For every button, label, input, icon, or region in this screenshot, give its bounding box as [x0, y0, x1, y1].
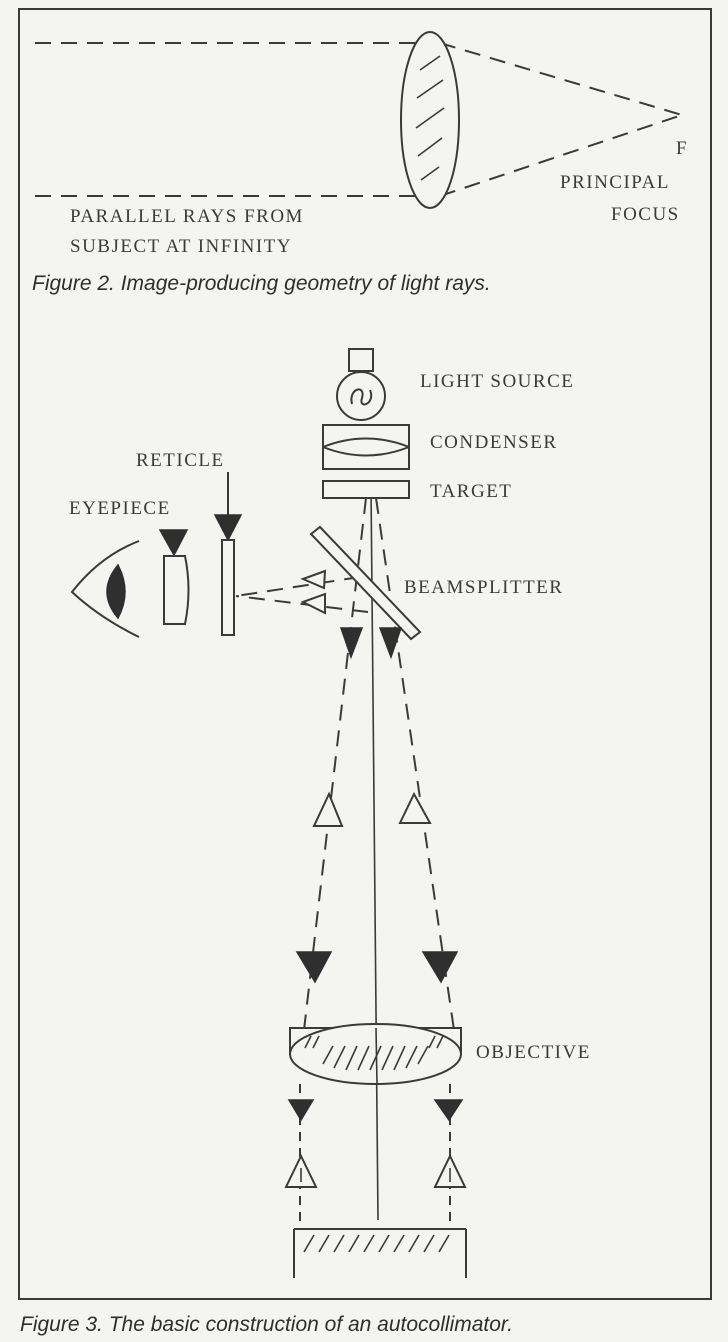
eyepiece-lens — [158, 529, 190, 625]
label-reticle: RETICLE — [136, 450, 225, 471]
objective-lens — [289, 1023, 462, 1085]
optical-axis-through-objective — [375, 1027, 378, 1085]
down-arrow-left-3 — [287, 1099, 315, 1122]
ray-right-down — [375, 497, 455, 1031]
label-objective: OBJECTIVE — [476, 1042, 591, 1063]
return-arrow-lower — [300, 592, 326, 615]
reflected-ray-upper — [235, 576, 361, 597]
focus-label-line1: PRINCIPAL — [560, 172, 670, 193]
rays-label-line2: SUBJECT AT INFINITY — [70, 236, 292, 257]
figure3-caption: Figure 3. The basic construction of an a… — [20, 1313, 513, 1336]
down-arrow-right-3 — [433, 1099, 464, 1122]
figure-frame — [18, 8, 712, 1300]
up-arrow-right-1 — [398, 791, 432, 824]
down-arrow-right-1 — [378, 627, 403, 660]
converging-ray-top — [439, 42, 683, 116]
convex-lens — [400, 31, 460, 209]
ray-left-down — [303, 497, 367, 1031]
condenser-lens — [322, 424, 410, 470]
rays-label-line1: PARALLEL RAYS FROM — [70, 206, 304, 227]
converging-ray-bottom — [439, 114, 683, 197]
down-arrow-right-2 — [421, 951, 459, 984]
label-light-source: LIGHT SOURCE — [420, 371, 574, 392]
return-arrow-upper — [300, 569, 327, 590]
label-target: TARGET — [430, 481, 512, 502]
up-arrow-left-1 — [312, 791, 344, 827]
reticle — [213, 472, 243, 636]
focus-letter: F — [676, 138, 688, 159]
optical-axis — [370, 487, 379, 1221]
beamsplitter-plate — [309, 525, 422, 641]
focus-label-line2: FOCUS — [611, 204, 680, 225]
down-arrow-left-1 — [339, 627, 364, 660]
lens-hatching — [415, 55, 445, 181]
figure2-lens-geometry — [35, 31, 683, 209]
label-condenser: CONDENSER — [430, 432, 558, 453]
up-arrow-left-2 — [284, 1153, 318, 1188]
light-source-lamp — [336, 348, 386, 421]
eye — [70, 540, 140, 638]
label-eyepiece: EYEPIECE — [69, 498, 171, 519]
target-plate — [322, 480, 410, 499]
down-arrow-left-2 — [295, 951, 333, 984]
label-beamsplitter: BEAMSPLITTER — [404, 577, 563, 598]
up-arrow-right-2 — [433, 1153, 467, 1188]
reflected-ray-lower — [235, 595, 369, 613]
figure2-caption: Figure 2. Image-producing geometry of li… — [32, 272, 491, 295]
mirror — [293, 1228, 467, 1278]
